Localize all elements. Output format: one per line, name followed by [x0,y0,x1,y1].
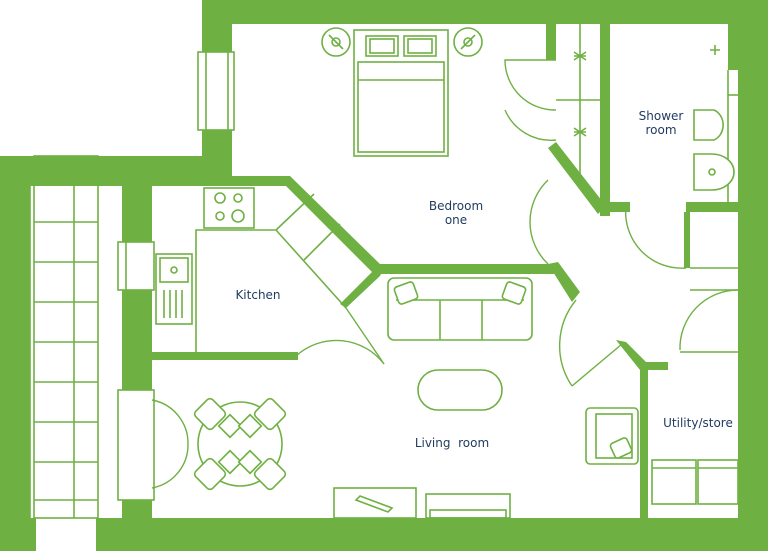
bedroom-label-line1: Bedroom [429,199,483,213]
doors [151,59,739,489]
hob-icon [203,187,255,229]
bedside-lamp-right-icon [453,27,483,57]
kitchen-label: Kitchen [235,288,280,302]
utility-label: Utility/store [663,416,733,430]
tv-unit [333,487,511,519]
bedroom-label-line2: one [445,213,467,227]
bedside-lamp-left-icon [321,27,351,57]
sink-icon [155,253,193,325]
armchair [585,407,639,465]
living-room-label: Living room [415,436,489,450]
dining-table [193,397,287,491]
coffee-table [417,369,503,411]
sofa [387,277,533,341]
shower-label-line2: room [645,123,676,137]
utility-appliances [651,459,739,505]
kitchen-units [195,193,347,352]
wardrobe-hangers [573,51,587,137]
balcony [7,155,99,519]
bed [353,29,449,157]
shower-label-line1: Shower [639,109,684,123]
shower-fixtures [693,45,735,191]
